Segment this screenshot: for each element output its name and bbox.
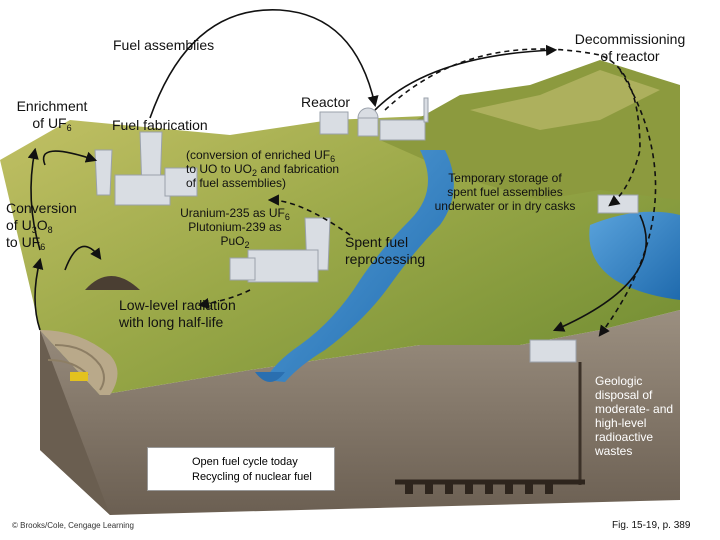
label-fuel-assemblies: Fuel assemblies — [113, 37, 215, 53]
label-fuel-fabrication: Fuel fabrication — [112, 117, 208, 133]
legend-open-cycle: Open fuel cycle today — [192, 456, 298, 468]
arrow-enrichment-to-fabrication — [42, 150, 98, 166]
legend: Open fuel cycle today Recycling of nucle… — [147, 447, 335, 491]
reprocessing-plant — [229, 217, 331, 283]
label-geologic-disposal: Geologic disposal of moderate- and high-… — [595, 374, 674, 458]
arrow-conversion-to-enrichment — [27, 147, 41, 251]
reactor-building — [319, 97, 429, 141]
arrow-mine-to-conversion — [64, 245, 102, 271]
arrow-reprocessing-to-lowlevel-dashed — [197, 289, 251, 310]
mining-truck — [70, 372, 88, 381]
soil-shadow-left — [40, 330, 110, 515]
river-underground — [255, 372, 285, 382]
label-enrichment: Enrichment of UF6 — [16, 98, 88, 133]
label-conversion-enriched: (conversion of enriched UF6 to UO to UO2… — [186, 148, 340, 190]
arrow-reactor-to-storage-dashed — [384, 48, 641, 207]
legend-recycling: Recycling of nuclear fuel — [192, 471, 312, 483]
arrow-fabrication-to-reactor — [149, 9, 379, 119]
label-decommissioning: Decommissioning of reactor — [574, 31, 686, 64]
open-pit-mine — [40, 330, 118, 395]
mountain-highlight — [470, 70, 660, 130]
label-reactor: Reactor — [301, 94, 351, 110]
ore-pile — [85, 276, 140, 290]
label-uranium-plutonium: Uranium-235 as UF6 Plutonium-239 as PuO2 — [180, 206, 290, 250]
arrow-reprocessing-to-fabrication-dashed — [267, 194, 351, 236]
label-conversion-u3o8: Conversion of U3O8 to UF6 — [6, 200, 77, 252]
lake — [589, 211, 680, 300]
storage-building — [597, 194, 639, 214]
river — [265, 150, 454, 382]
label-temporary-storage: Temporary storage of spent fuel assembli… — [434, 171, 576, 213]
disposal-building — [529, 339, 577, 363]
label-low-level-radiation: Low-level radiation with long half-life — [119, 297, 236, 330]
arrow-decommission-to-disposal-dashed — [598, 69, 657, 337]
figure-reference: Fig. 15-19, p. 389 — [612, 520, 691, 531]
arrow-pile-to-conversion — [32, 257, 44, 331]
copyright-notice: © Brooks/Cole, Cengage Learning — [12, 521, 134, 530]
arrow-storage-to-disposal — [552, 214, 647, 332]
label-spent-fuel-reprocessing: Spent fuel reprocessing — [345, 234, 426, 267]
enrichment-plant — [94, 131, 198, 206]
